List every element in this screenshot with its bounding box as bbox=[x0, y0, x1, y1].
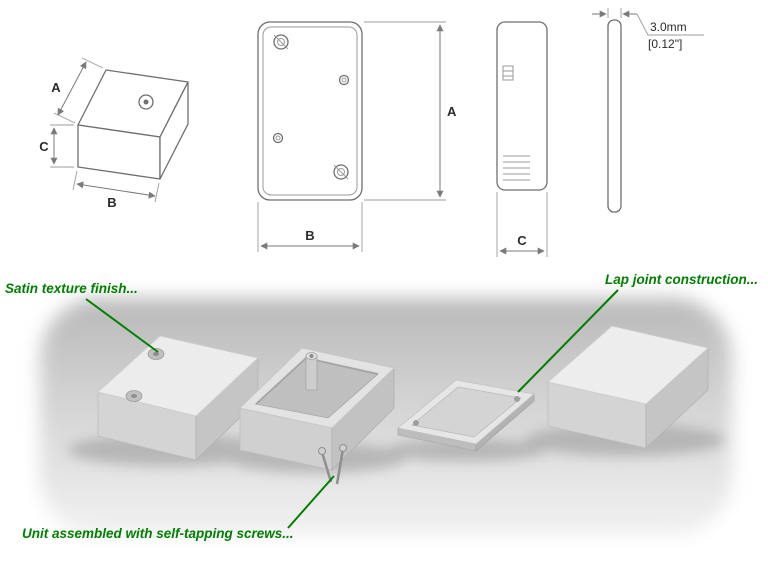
front-screw-bottom-right bbox=[333, 164, 349, 180]
annotation-screws-leader bbox=[287, 475, 335, 529]
annotation-lap-label: Lap joint construction... bbox=[605, 272, 758, 287]
front-dim-b-label: B bbox=[305, 228, 314, 243]
side-view: C bbox=[496, 21, 548, 257]
front-screw-left bbox=[272, 132, 284, 144]
iso-side-face bbox=[159, 81, 189, 180]
screw-boss bbox=[305, 352, 318, 391]
profile-outline bbox=[607, 19, 622, 213]
annotation-lap-leader bbox=[517, 289, 619, 393]
side-outline bbox=[496, 21, 548, 191]
annotation-lap-joint: Lap joint construction... bbox=[517, 272, 758, 393]
enclosure-assembled-right bbox=[547, 325, 709, 449]
thickness-leader bbox=[636, 13, 704, 36]
lid-recess bbox=[411, 386, 522, 438]
annotation-satin-leader bbox=[85, 298, 159, 353]
lid-screw-hole bbox=[413, 420, 419, 426]
enclosure-assembled-left bbox=[97, 335, 259, 461]
thickness-mm-label: 3.0mm bbox=[650, 20, 687, 34]
annotation-self-tapping: Unit assembled with self-tapping screws.… bbox=[22, 475, 335, 541]
front-view: A B bbox=[257, 21, 457, 252]
iso-dim-a-label: A bbox=[51, 80, 61, 95]
annotation-screws-label: Unit assembled with self-tapping screws.… bbox=[22, 526, 294, 541]
product-photo bbox=[40, 298, 732, 536]
lid-screw-hole bbox=[514, 396, 520, 402]
front-inner-outline bbox=[262, 26, 358, 196]
front-screw-right bbox=[338, 74, 350, 86]
enclosure-base-open bbox=[239, 347, 395, 471]
isometric-view: A C B bbox=[39, 57, 189, 210]
profile-view: 3.0mm [0.12"] bbox=[592, 8, 704, 213]
iso-dim-c-label: C bbox=[39, 139, 49, 154]
front-outline bbox=[257, 21, 363, 201]
side-rib-lines bbox=[503, 155, 530, 181]
enclosure-lid bbox=[397, 379, 535, 452]
front-dim-a-label: A bbox=[447, 104, 457, 119]
front-screw-top-left bbox=[273, 34, 289, 50]
side-clip-detail bbox=[502, 65, 514, 81]
iso-screw-hole-center bbox=[143, 99, 149, 105]
iso-dim-b-label: B bbox=[107, 195, 116, 210]
self-tapping-screws bbox=[318, 444, 347, 485]
side-dim-c-label: C bbox=[517, 233, 527, 248]
thickness-inch-label: [0.12"] bbox=[648, 37, 682, 51]
iso-screw-hole bbox=[138, 94, 154, 110]
annotation-satin-label: Satin texture finish... bbox=[5, 281, 138, 296]
annotation-satin-texture: Satin texture finish... bbox=[5, 281, 159, 353]
